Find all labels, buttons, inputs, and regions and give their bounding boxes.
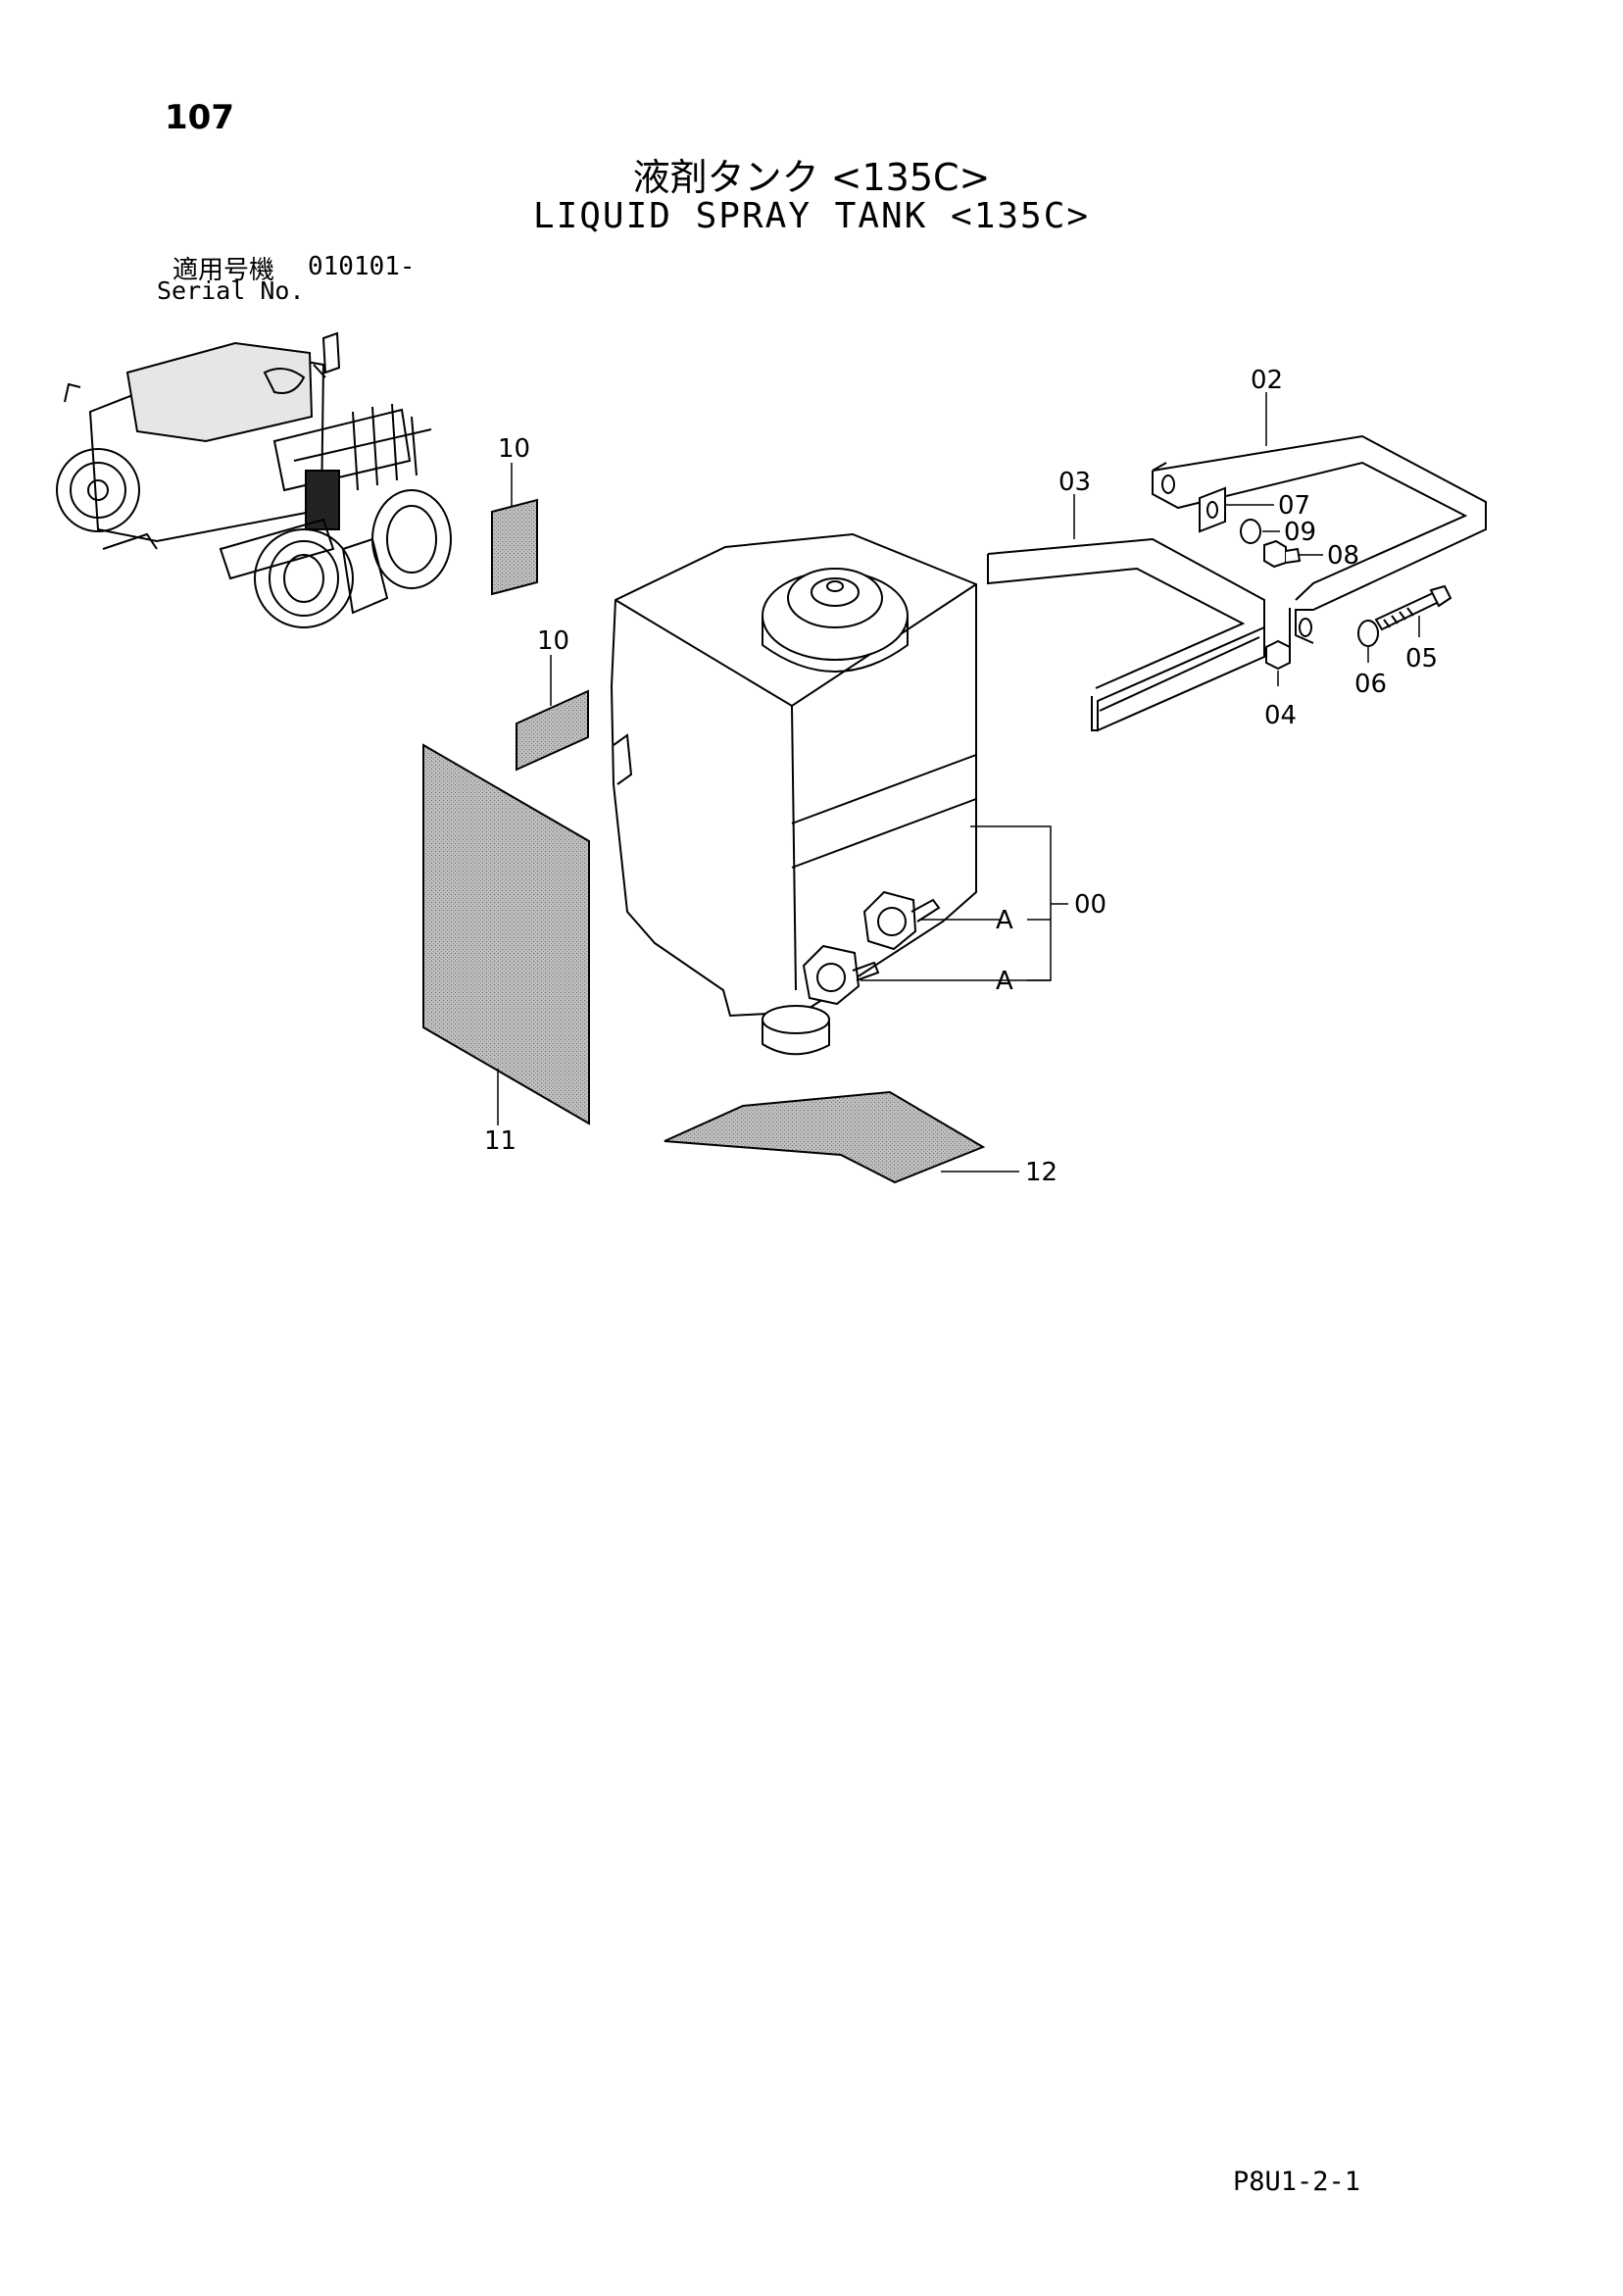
title-japanese: 液剤タンク <135C> [632, 156, 991, 199]
washer-06 [1357, 620, 1379, 647]
callout-08: 08 [1327, 541, 1359, 571]
callout-07: 07 [1278, 491, 1310, 521]
washer-09 [1240, 519, 1261, 544]
callout-05: 05 [1405, 644, 1438, 674]
callout-03: 03 [1058, 468, 1091, 497]
callout-00: 00 [1074, 890, 1107, 920]
band-03 [987, 537, 1265, 732]
serial-label-japanese: 適用号機 [172, 256, 275, 285]
title-english: LIQUID SPRAY TANK <135C> [532, 196, 1091, 236]
liquid-spray-tank-00 [610, 532, 977, 1056]
callout-10-lower: 10 [537, 626, 569, 656]
callout-11: 11 [484, 1126, 516, 1156]
callout-10-upper: 10 [498, 434, 530, 464]
bolt-05 [1374, 584, 1452, 631]
sheet-11 [422, 743, 590, 1125]
nut-04 [1265, 639, 1291, 671]
page-code: P8U1-2-1 [1233, 2167, 1361, 2197]
callout-06: 06 [1354, 670, 1387, 699]
serial-number-value: 010101- [308, 252, 416, 281]
sheet-12 [664, 1090, 986, 1184]
bracket-07 [1199, 486, 1226, 533]
machine-overview-illustration [56, 331, 452, 628]
plate-10-upper [491, 498, 538, 596]
callout-12: 12 [1025, 1158, 1057, 1187]
plate-10-lower [516, 689, 589, 772]
band-02 [1152, 434, 1487, 649]
page-number: 107 [165, 98, 234, 137]
callout-04: 04 [1264, 701, 1297, 730]
serial-label-english: Serial No. [157, 276, 305, 305]
callout-09: 09 [1284, 518, 1316, 547]
reference-a-upper: A [996, 906, 1013, 935]
callout-02: 02 [1251, 366, 1283, 395]
bolt-08 [1263, 539, 1302, 569]
reference-a-lower: A [996, 967, 1013, 996]
